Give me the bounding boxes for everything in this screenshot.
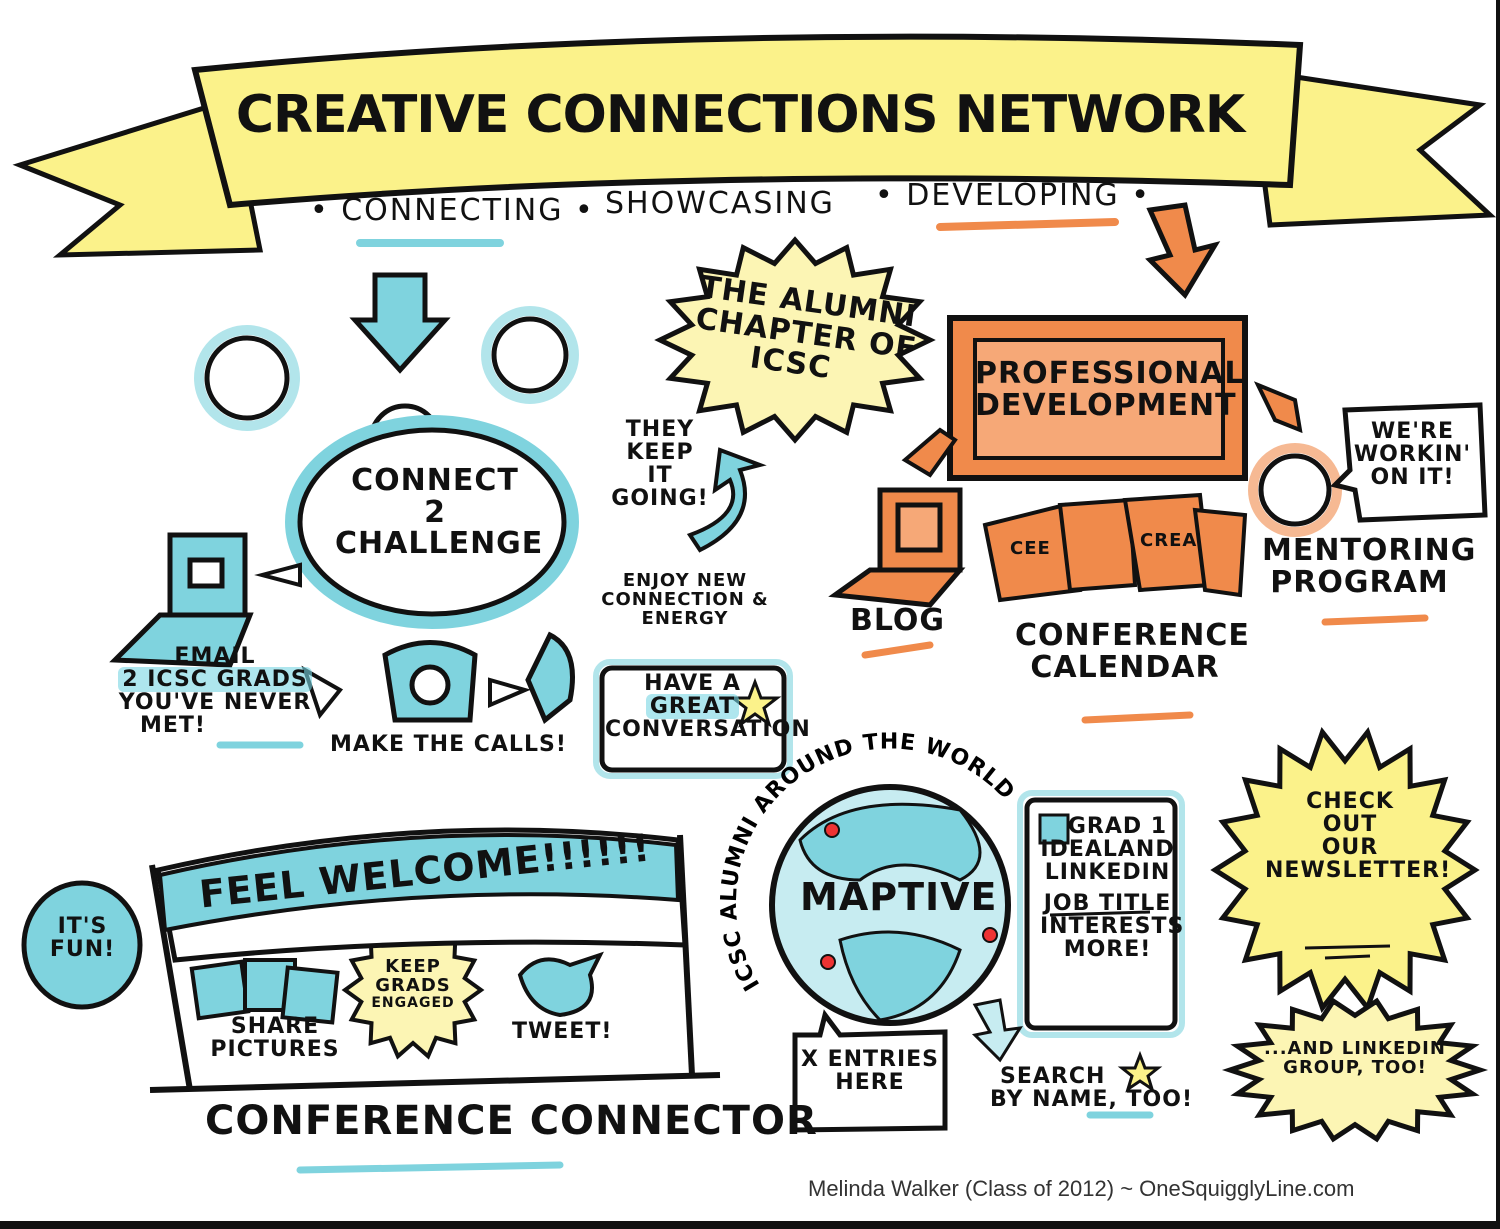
- calendar-pages-icon: [982, 492, 1248, 603]
- tweet-text: TWEET!: [512, 1019, 613, 1044]
- starburst: [1221, 997, 1489, 1143]
- pillar-showcasing: SHOWCASING: [605, 186, 835, 221]
- blog-laptop-icon: [828, 487, 966, 608]
- blog-label: BLOG: [850, 603, 946, 638]
- conversation-box: [599, 665, 787, 773]
- map-pins: [820, 822, 998, 970]
- twitter-bird-icon: [517, 951, 604, 1018]
- photos-icon: [189, 958, 340, 1025]
- entries-bubble: [792, 1009, 948, 1133]
- connect-challenge-cloud: [285, 415, 579, 629]
- person-head-icon: [525, 631, 575, 725]
- laptop-icon: [109, 532, 254, 668]
- main-title: CREATIVE CONNECTIONS NETWORK: [235, 85, 1245, 145]
- calendar-page-cee: CEE: [1010, 538, 1051, 559]
- banner-tail-right: [1247, 67, 1497, 228]
- banner-ribbon: [191, 33, 1304, 209]
- make-calls-text: MAKE THE CALLS!: [330, 732, 567, 757]
- down-arrow-teal: [349, 272, 451, 374]
- banner-tail-left: [12, 96, 264, 258]
- down-arrow-orange: [1145, 202, 1221, 300]
- calendar-page-crea: CREA: [1140, 530, 1198, 551]
- pillar-label: CONNECTING: [341, 193, 564, 228]
- starburst: [654, 236, 936, 444]
- pillar-developing: • DEVELOPING •: [875, 178, 1151, 213]
- pillar-connecting: • CONNECTING •: [310, 193, 595, 228]
- starburst: [1210, 726, 1480, 1014]
- mentoring-bubble: [1330, 402, 1488, 523]
- pillar-label: DEVELOPING: [906, 178, 1120, 213]
- phone-icon: [382, 640, 478, 723]
- maptive-label: MAPTIVE: [800, 875, 998, 919]
- conference-connector-title: CONFERENCE CONNECTOR: [205, 1098, 818, 1144]
- credit-line: Melinda Walker (Class of 2012) ~ OneSqui…: [808, 1176, 1355, 1201]
- curved-arrow-icon: [686, 447, 767, 553]
- fun-bubble: [21, 880, 143, 1010]
